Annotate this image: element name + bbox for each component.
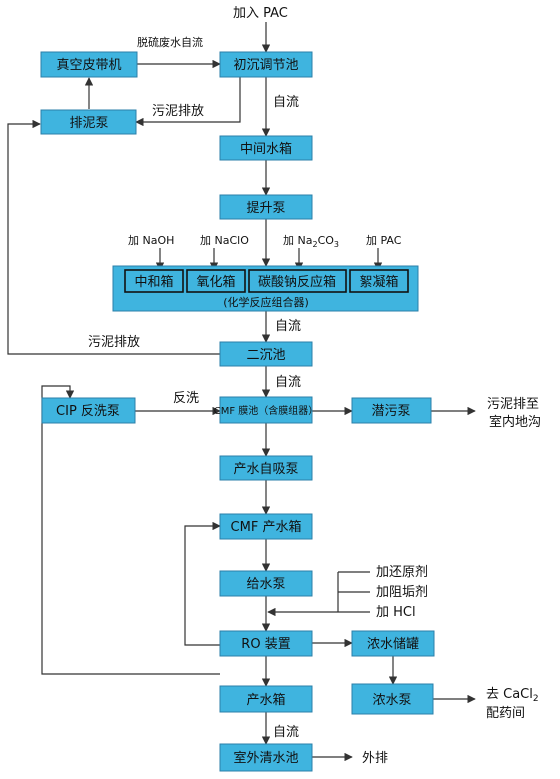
box-product-tank: 产水箱 bbox=[219, 685, 313, 713]
box-submersible-pump: 潜污泵 bbox=[351, 397, 432, 424]
box-self-priming-pump: 产水自吸泵 bbox=[219, 455, 313, 481]
box-oxidation bbox=[186, 269, 246, 293]
svg-text:浓水储罐: 浓水储罐 bbox=[367, 637, 419, 652]
box-concentrate-storage: 浓水储罐 bbox=[351, 630, 435, 657]
box-cmf-product-tank: CMF 产水箱 bbox=[219, 513, 313, 540]
label-backwash: 反洗 bbox=[173, 391, 199, 406]
svg-text:氧化箱: 氧化箱 bbox=[196, 274, 235, 290]
svg-text:碳酸钠反应箱: 碳酸钠反应箱 bbox=[258, 274, 336, 290]
svg-text:提升泵: 提升泵 bbox=[246, 200, 285, 216]
svg-text:室外清水池: 室外清水池 bbox=[233, 750, 298, 766]
box-vacuum-belt: 真空皮带机 bbox=[40, 51, 138, 78]
svg-text:中间水箱: 中间水箱 bbox=[240, 141, 292, 157]
svg-text:产水箱: 产水箱 bbox=[246, 692, 285, 708]
svg-text:产水自吸泵: 产水自吸泵 bbox=[233, 462, 298, 477]
label-add-naoh: 加 NaOH bbox=[128, 234, 174, 247]
label-sludge-discharge-2: 污泥排放 bbox=[88, 335, 140, 350]
arrow-to-cip bbox=[41, 385, 220, 675]
svg-text:(化学反应组合器): (化学反应组合器) bbox=[223, 295, 309, 309]
label-add-pac-chem: 加 PAC bbox=[366, 234, 402, 247]
svg-text:RO 装置: RO 装置 bbox=[241, 637, 290, 652]
label-add-naclo: 加 NaClO bbox=[200, 234, 249, 247]
box-concentrate-pump: 浓水泵 bbox=[351, 683, 434, 715]
labels: 加入 PAC 脱硫废水自流 污泥排放 自流 加 NaOH 加 NaClO 加 N… bbox=[88, 6, 541, 766]
svg-text:絮凝箱: 絮凝箱 bbox=[359, 274, 398, 290]
svg-text:二沉池: 二沉池 bbox=[246, 348, 285, 363]
svg-text:中和箱: 中和箱 bbox=[134, 274, 173, 290]
label-self-flow-1: 自流 bbox=[273, 95, 299, 110]
arrow-ro-to-cmfproduct bbox=[184, 521, 221, 646]
label-add-hcl: 加 HCl bbox=[376, 605, 416, 620]
svg-text:初沉调节池: 初沉调节池 bbox=[233, 58, 298, 73]
box-initial-settling: 初沉调节池 bbox=[219, 51, 313, 78]
label-self-flow-4: 自流 bbox=[273, 725, 299, 740]
box-ro-device: RO 装置 bbox=[219, 630, 313, 657]
svg-text:CIP 反洗泵: CIP 反洗泵 bbox=[56, 404, 120, 419]
box-lift-pump: 提升泵 bbox=[219, 194, 313, 220]
box-chemical-combiner: 中和箱 氧化箱 碳酸钠反应箱 絮凝箱 (化学反应组合器) bbox=[112, 265, 419, 312]
label-discharge-out: 外排 bbox=[362, 751, 388, 766]
label-add-na2co3: 加 Na2CO3 bbox=[283, 234, 339, 249]
svg-text:潜污泵: 潜污泵 bbox=[371, 404, 410, 419]
box-second-settling: 二沉池 bbox=[219, 341, 313, 367]
box-sludge-pump: 排泥泵 bbox=[40, 109, 137, 135]
box-cmf-tank: CMF 膜池（含膜组器） bbox=[214, 396, 319, 424]
label-self-flow-2: 自流 bbox=[275, 319, 301, 334]
label-add-antiscalant: 加阻垢剂 bbox=[376, 585, 428, 600]
svg-text:CMF 膜池（含膜组器）: CMF 膜池（含膜组器） bbox=[214, 404, 319, 417]
label-sludge-discharge-1: 污泥排放 bbox=[152, 104, 204, 119]
label-sludge-to-trench-1: 污泥排至 bbox=[487, 397, 539, 412]
svg-text:排泥泵: 排泥泵 bbox=[69, 116, 108, 131]
arrow-initial-to-sludgepump bbox=[135, 76, 241, 127]
box-flocculation bbox=[349, 269, 409, 293]
label-sludge-to-trench-2: 室内地沟 bbox=[489, 414, 541, 430]
label-self-flow-3: 自流 bbox=[275, 375, 301, 390]
connectors bbox=[7, 22, 476, 762]
svg-text:CMF 产水箱: CMF 产水箱 bbox=[231, 519, 302, 535]
label-to-cacl2-1: 去 CaCl2 bbox=[486, 687, 539, 704]
label-add-pac-top: 加入 PAC bbox=[233, 6, 288, 21]
svg-text:给水泵: 给水泵 bbox=[246, 577, 285, 592]
box-neutralization bbox=[124, 269, 184, 293]
box-outdoor-pool: 室外清水池 bbox=[219, 743, 313, 772]
box-middle-tank: 中间水箱 bbox=[219, 135, 313, 161]
label-desulfurization-flow: 脱硫废水自流 bbox=[137, 35, 203, 49]
label-to-cacl2-2: 配药间 bbox=[486, 706, 525, 721]
box-cip-pump: CIP 反洗泵 bbox=[41, 397, 136, 424]
svg-text:浓水泵: 浓水泵 bbox=[372, 693, 411, 708]
box-carbonate-reaction bbox=[248, 269, 347, 293]
svg-text:真空皮带机: 真空皮带机 bbox=[56, 58, 121, 73]
box-feed-pump: 给水泵 bbox=[219, 570, 313, 597]
arrow-second-to-sludgepump bbox=[7, 119, 220, 355]
label-add-reductant: 加还原剂 bbox=[376, 565, 428, 580]
